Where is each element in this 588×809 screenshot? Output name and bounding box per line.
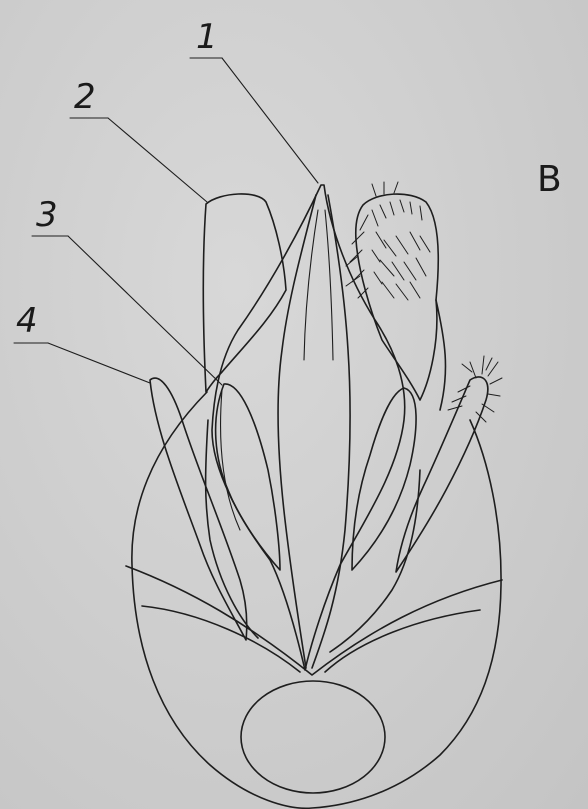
label-2: 2 (74, 80, 96, 114)
ovary-circle (241, 681, 385, 793)
left-lower-sepal (206, 420, 258, 638)
right-lower-sepal (330, 470, 420, 652)
label-3-leader (68, 236, 222, 385)
right-narrow-petal (396, 377, 488, 572)
central-petals (212, 185, 405, 670)
label-1: 1 (196, 20, 218, 54)
label-4: 4 (16, 304, 38, 338)
label-4-leader (48, 343, 150, 383)
label-1-leader (222, 58, 318, 183)
right-inner-petal (352, 388, 416, 570)
panel-letter: B (537, 162, 562, 198)
outer-bract (126, 392, 502, 808)
label-3: 3 (36, 198, 58, 232)
left-inner-petal (216, 384, 280, 570)
label-2-leader (108, 118, 207, 202)
right-hairy-stamen (356, 194, 439, 400)
stamen-hairs (346, 182, 430, 300)
left-tall-stamen (203, 194, 286, 392)
